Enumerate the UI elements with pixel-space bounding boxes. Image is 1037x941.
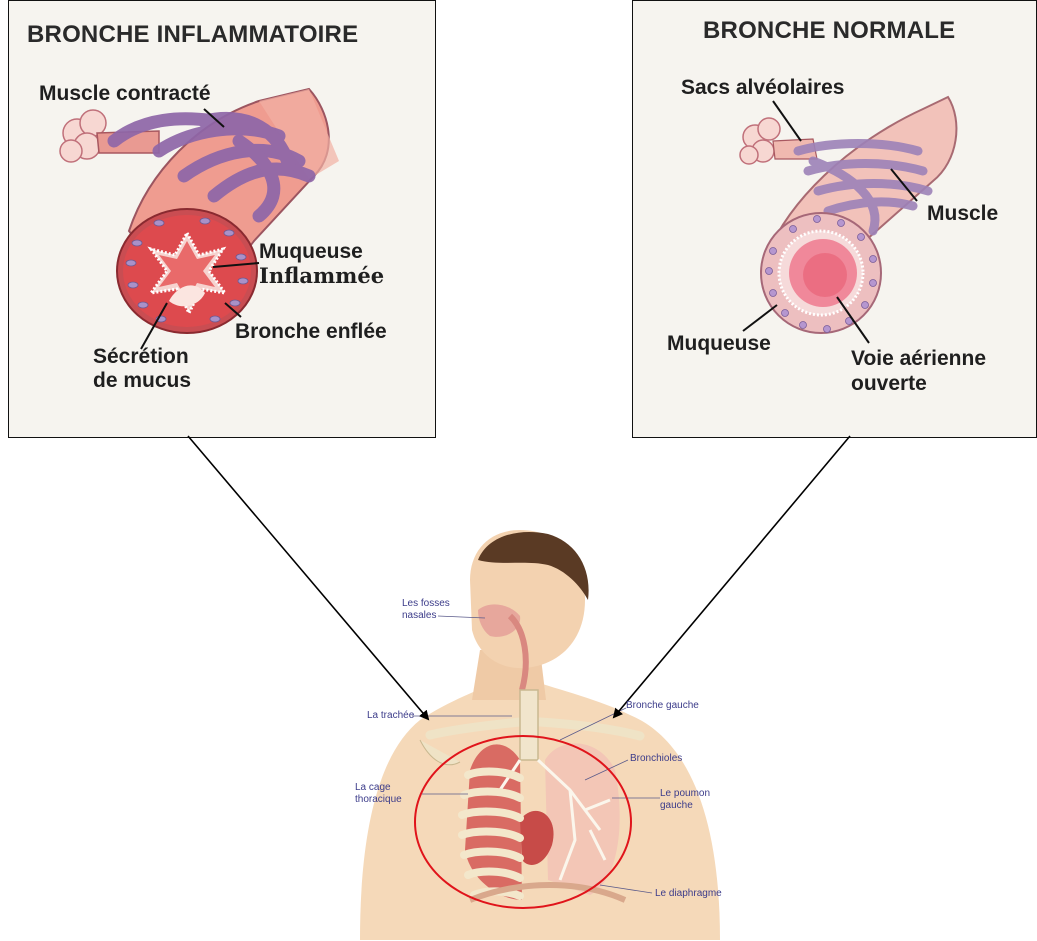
- label-muscle-contracte: Muscle contracté: [39, 81, 211, 106]
- label-poumon-2: gauche: [660, 800, 693, 812]
- rib-cage: [462, 772, 520, 896]
- label-cage-1: La cage: [355, 782, 391, 794]
- label-cage-2: thoracique: [355, 794, 402, 806]
- inflamed-bronchus-illustration: [9, 1, 436, 438]
- label-bronche-gauche: Bronche gauche: [626, 700, 699, 712]
- left-lung: [545, 743, 620, 895]
- trachea: [520, 690, 538, 760]
- heart: [520, 811, 554, 865]
- panel-bronche-inflammatoire: BRONCHE INFLAMMATOIRE Muscle contracté M…: [8, 0, 436, 438]
- label-diaphragme: Le diaphragme: [655, 888, 722, 900]
- label-ouverte: ouverte: [851, 371, 927, 396]
- right-lung: [465, 744, 522, 900]
- hair: [478, 532, 589, 600]
- arrow-normal-to-bronchus: [614, 436, 850, 717]
- panel-title: BRONCHE NORMALE: [703, 17, 955, 45]
- arrow-inflamed-to-trachea: [188, 436, 428, 719]
- label-fosses-nasales-1: Les fosses: [402, 598, 450, 610]
- label-voie-aerienne: Voie aérienne: [851, 346, 986, 371]
- label-bronche-enflee: Bronche enflée: [235, 319, 387, 344]
- highlight-ellipse: [415, 736, 631, 908]
- diaphragm: [470, 885, 625, 900]
- label-inflammee: Inflammée: [259, 263, 384, 288]
- label-de-mucus: de mucus: [93, 368, 191, 393]
- head: [470, 530, 585, 668]
- label-muscle: Muscle: [927, 201, 998, 226]
- bronchial-tree: [500, 760, 610, 880]
- label-sacs-alveolaires: Sacs alvéolaires: [681, 75, 844, 100]
- label-fosses-nasales-2: nasales: [402, 610, 436, 622]
- panel-title: BRONCHE INFLAMMATOIRE: [27, 21, 358, 49]
- label-bronchioles: Bronchioles: [630, 753, 682, 765]
- nasal-cavity: [478, 604, 520, 637]
- label-poumon-1: Le poumon: [660, 788, 710, 800]
- neck: [472, 650, 546, 700]
- label-muqueuse: Muqueuse: [259, 239, 363, 264]
- label-trachee: La trachée: [367, 710, 414, 722]
- panel-bronche-normale: BRONCHE NORMALE Sacs alvéolaires Muscle …: [632, 0, 1037, 438]
- label-secretion: Sécrétion: [93, 344, 189, 369]
- label-muqueuse: Muqueuse: [667, 331, 771, 356]
